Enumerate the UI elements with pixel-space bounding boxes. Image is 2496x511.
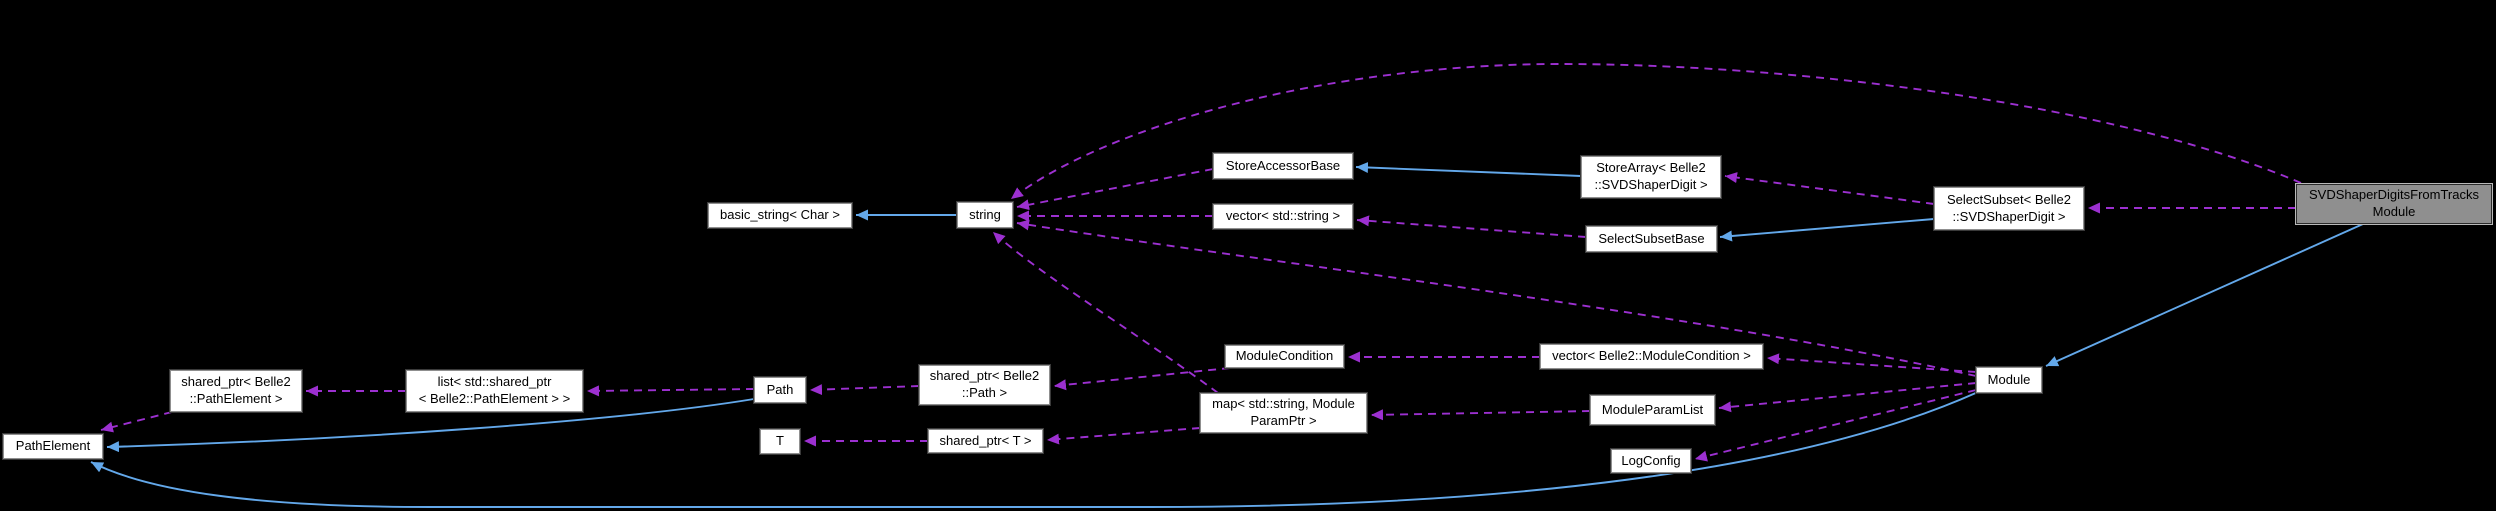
node-shared-ptr-path[interactable]: shared_ptr< Belle2 ::Path >: [918, 364, 1051, 406]
node-basic-string[interactable]: basic_string< Char >: [707, 202, 853, 229]
edge-module-param-list-to-map: [1370, 409, 1591, 421]
node-list-shared-ptr[interactable]: list< std::shared_ptr < Belle2::PathElem…: [405, 369, 584, 413]
edge-module-to-log-config: [1694, 389, 1977, 462]
edge-module-to-path-element: [90, 391, 1979, 508]
node-string[interactable]: string: [956, 201, 1014, 229]
edge-select-subset-to-select-subset-base: [1719, 218, 1935, 242]
node-t[interactable]: T: [759, 428, 801, 455]
node-module-condition[interactable]: ModuleCondition: [1224, 344, 1345, 369]
edge-store-accessor-base-to-string: [1016, 168, 1214, 211]
node-shared-ptr-path-element[interactable]: shared_ptr< Belle2 ::PathElement >: [169, 369, 303, 413]
node-select-subset-base[interactable]: SelectSubsetBase: [1585, 225, 1718, 253]
edge-shared-ptr-path-to-path: [809, 384, 920, 396]
edge-module-to-vector-module-condition: [1766, 353, 1977, 373]
node-store-array[interactable]: StoreArray< Belle2 ::SVDShaperDigit >: [1580, 155, 1722, 199]
edge-store-array-to-store-accessor-base: [1355, 161, 1582, 177]
node-map-param[interactable]: map< std::string, Module ParamPtr >: [1199, 392, 1368, 434]
node-path[interactable]: Path: [753, 376, 807, 404]
edge-path-to-list: [586, 385, 755, 397]
edge-select-subset-to-store-array: [1724, 172, 1935, 205]
node-module[interactable]: Module: [1975, 366, 2043, 394]
node-store-accessor-base[interactable]: StoreAccessorBase: [1212, 152, 1354, 180]
edge-map-to-shared-ptr-t: [1046, 427, 1201, 445]
edge-select-subset-base-to-vector-string: [1356, 215, 1587, 238]
node-vector-module-condition[interactable]: vector< Belle2::ModuleCondition >: [1539, 343, 1764, 370]
edge-svd-module-to-module: [2045, 223, 2364, 367]
edge-module-to-module-param-list: [1718, 382, 1977, 413]
edge-module-to-string: [1016, 219, 1977, 377]
edge-path-to-path-element: [106, 398, 755, 453]
node-shared-ptr-t[interactable]: shared_ptr< T >: [927, 428, 1044, 454]
node-log-config[interactable]: LogConfig: [1610, 448, 1692, 474]
node-svd-shaper-digits-from-tracks-module: SVDShaperDigitsFromTracks Module: [2295, 183, 2493, 225]
node-vector-string[interactable]: vector< std::string >: [1212, 203, 1354, 230]
node-module-param-list[interactable]: ModuleParamList: [1589, 394, 1716, 426]
node-path-element[interactable]: PathElement: [2, 433, 104, 460]
node-select-subset[interactable]: SelectSubset< Belle2 ::SVDShaperDigit >: [1933, 186, 2085, 231]
edge-module-condition-to-shared-ptr-path: [1053, 367, 1231, 391]
edge-shared-ptr-path-element-to-path-element: [100, 411, 173, 433]
